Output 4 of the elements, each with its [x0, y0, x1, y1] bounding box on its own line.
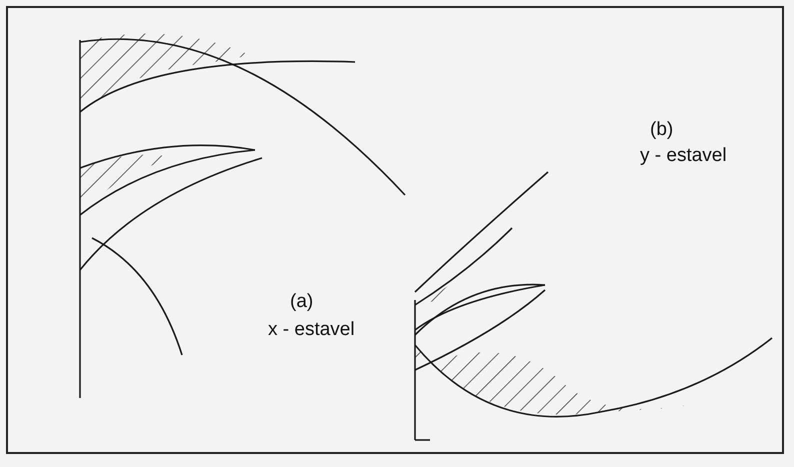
region-label: y - estavel: [640, 146, 727, 165]
panel-label: (a): [290, 292, 314, 311]
panel-label: (b): [650, 120, 674, 139]
region-label: x - estavel: [268, 320, 355, 339]
